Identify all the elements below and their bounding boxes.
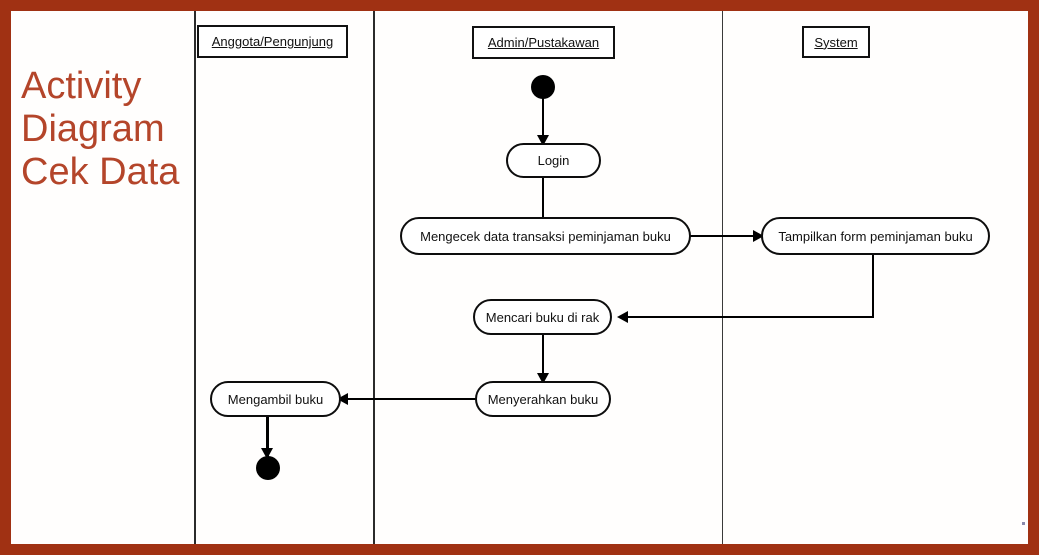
lane-header-admin-label: Admin/Pustakawan: [487, 35, 600, 50]
edge-tampil-down-segment: [872, 254, 874, 318]
diagram-canvas: Activity Diagram Cek Data Anggota/Pengun…: [11, 11, 1028, 544]
edge-cek-to-tampil: [690, 235, 758, 237]
edge-start-to-login: [542, 97, 544, 144]
final-node: [256, 456, 280, 480]
lane-header-system-label: System: [814, 34, 858, 50]
activity-node-login[interactable]: Login: [506, 143, 601, 178]
arrowhead-start-to-login: [537, 135, 549, 146]
arrowhead-ambil-to-end: [261, 448, 273, 459]
arrowhead-tampil-to-cari: [617, 311, 628, 323]
lane-separator-1: [194, 11, 196, 544]
edge-login-to-cek: [542, 177, 544, 227]
activity-node-tampilkan-form[interactable]: Tampilkan form peminjaman buku: [761, 217, 990, 255]
image-artifact-speck: [1022, 522, 1025, 525]
page-title: Activity Diagram Cek Data: [21, 65, 199, 194]
edge-serah-to-ambil: [345, 398, 478, 400]
initial-node: [531, 75, 555, 99]
activity-node-mengecek-data-label: Mengecek data transaksi peminjaman buku: [420, 228, 671, 244]
activity-node-mencari-buku-label: Mencari buku di rak: [485, 309, 600, 325]
page-title-line-1: Activity: [21, 65, 142, 107]
activity-node-menyerahkan-buku-label: Menyerahkan buku: [487, 391, 599, 407]
page-title-line-2: Diagram: [21, 108, 165, 150]
lane-header-system: System: [802, 26, 870, 58]
activity-node-mengambil-buku-label: Mengambil buku: [227, 391, 324, 407]
lane-separator-2: [373, 11, 375, 544]
lane-separator-3: [722, 11, 723, 544]
edge-tampil-left-segment: [625, 316, 874, 318]
arrowhead-cari-to-serah: [537, 373, 549, 384]
lane-header-anggota-label: Anggota/Pengunjung: [211, 34, 334, 49]
lane-header-admin: Admin/Pustakawan: [472, 26, 615, 59]
edge-ambil-to-end: [266, 416, 269, 458]
activity-node-menyerahkan-buku[interactable]: Menyerahkan buku: [475, 381, 611, 417]
activity-node-tampilkan-form-label: Tampilkan form peminjaman buku: [778, 228, 973, 244]
edge-cari-to-serah: [542, 334, 544, 381]
arrowhead-serah-to-ambil: [337, 393, 348, 405]
page-title-line-3: Cek Data: [21, 151, 180, 193]
arrowhead-cek-to-tampil: [753, 230, 764, 242]
activity-node-mencari-buku[interactable]: Mencari buku di rak: [473, 299, 612, 335]
lane-header-anggota: Anggota/Pengunjung: [197, 25, 348, 58]
activity-node-mengambil-buku[interactable]: Mengambil buku: [210, 381, 341, 417]
activity-node-mengecek-data[interactable]: Mengecek data transaksi peminjaman buku: [400, 217, 691, 255]
activity-node-login-label: Login: [537, 153, 570, 168]
